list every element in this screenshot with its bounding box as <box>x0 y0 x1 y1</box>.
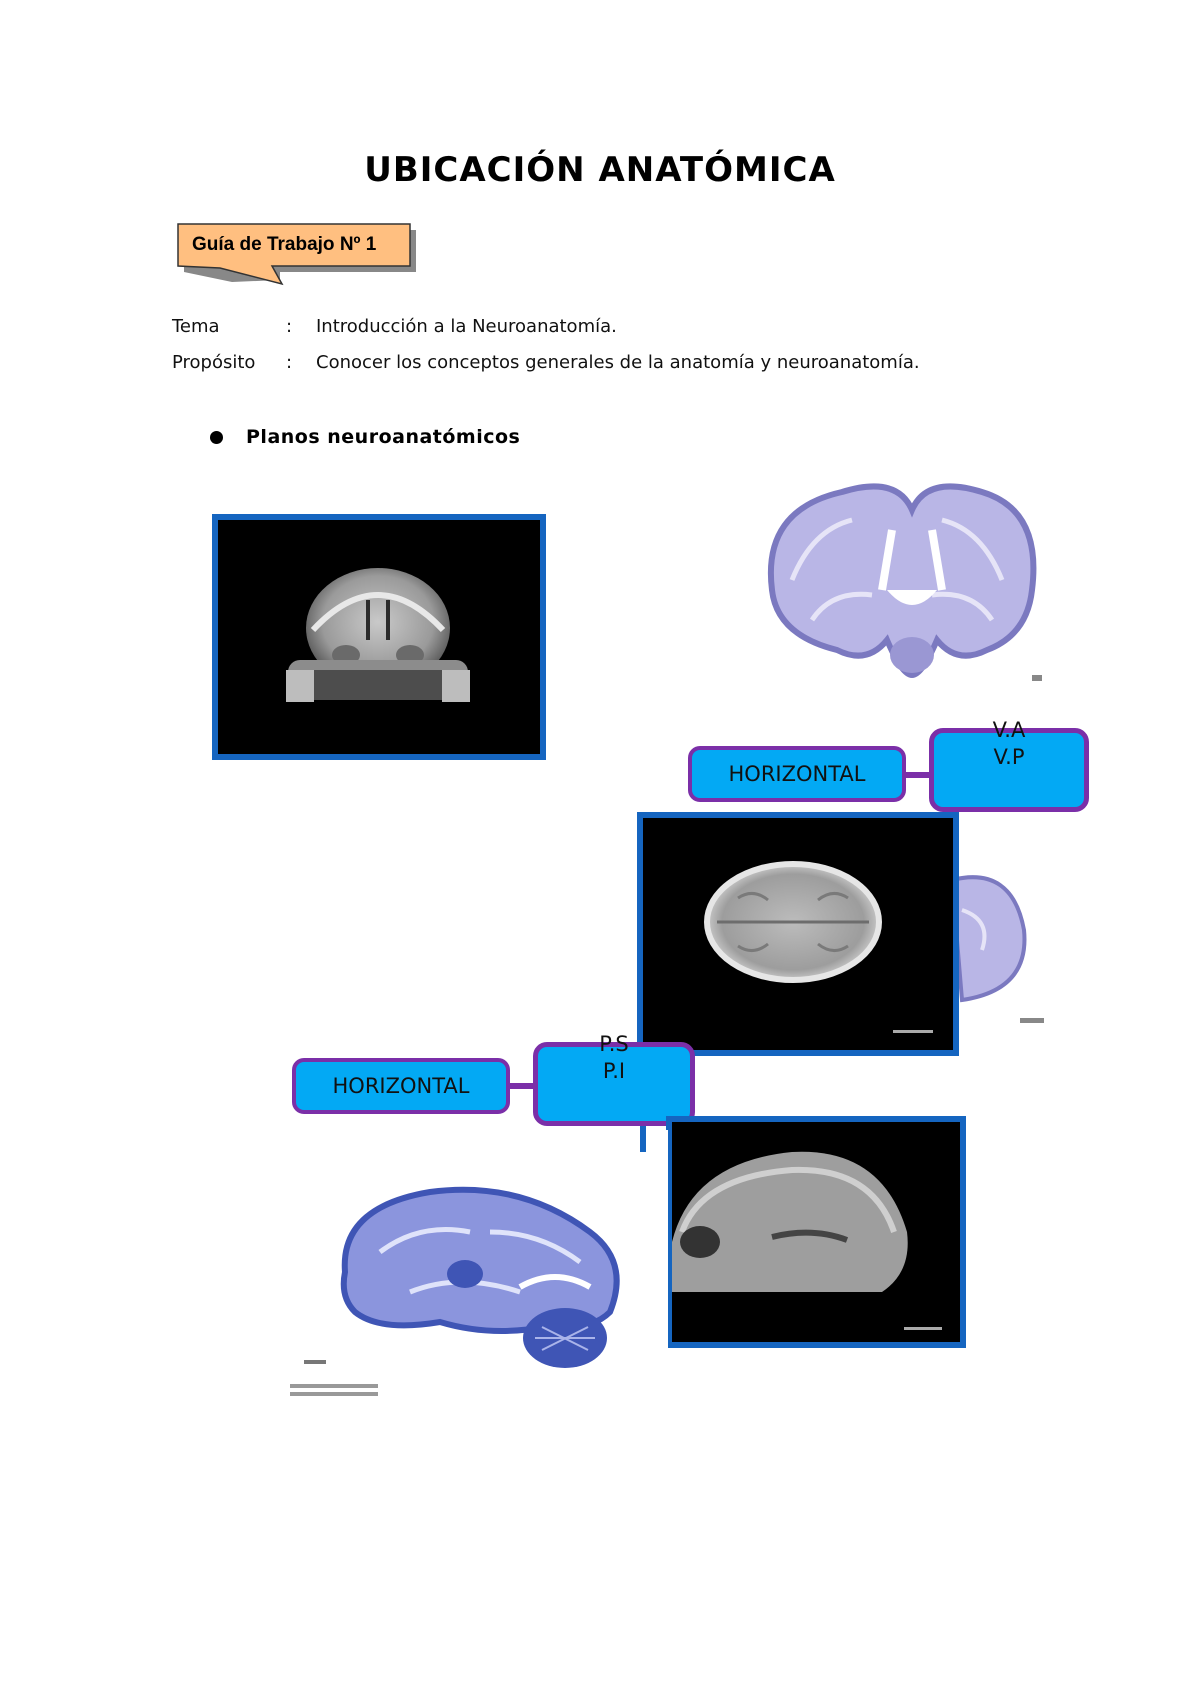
direction-label-lower: P.S P.I <box>533 1032 695 1126</box>
label-connector <box>508 1083 536 1089</box>
axial-mri-graphic <box>704 861 933 1033</box>
axial-mri-image <box>637 812 959 1056</box>
meta-separator: : <box>286 316 293 337</box>
scale-bar <box>1020 1018 1044 1023</box>
axial-histology-image <box>952 875 1044 1023</box>
coronal-histology-image <box>767 483 1042 681</box>
plane-label: HORIZONTAL <box>728 762 866 786</box>
meta-value: Conocer los conceptos generales de la an… <box>316 352 920 373</box>
scale-bar <box>304 1360 326 1364</box>
caption-line <box>290 1384 378 1388</box>
plane-label: HORIZONTAL <box>332 1074 470 1098</box>
scale-bar <box>904 1327 942 1330</box>
scale-bar <box>893 1030 933 1033</box>
horizontal-label-upper: HORIZONTAL <box>688 746 906 802</box>
guide-callout: Guía de Trabajo Nº 1 <box>172 222 430 292</box>
meta-key: Tema <box>172 316 220 337</box>
section-heading: Planos neuroanatómicos <box>246 426 521 448</box>
direction-line-1: P.S <box>599 1032 629 1056</box>
scale-bar <box>1032 675 1042 681</box>
page-title: UBICACIÓN ANATÓMICA <box>364 150 836 190</box>
sagittal-mri-graphic <box>672 1151 960 1342</box>
direction-line-2: P.I <box>602 1059 626 1083</box>
label-connector <box>904 772 932 778</box>
page-margin-mask <box>640 1130 668 1350</box>
guide-label: Guía de Trabajo Nº 1 <box>192 234 377 255</box>
callout-shape <box>177 223 416 286</box>
meta-separator: : <box>286 352 293 373</box>
bullet-icon <box>210 431 223 444</box>
sagittal-mri-image <box>666 1116 966 1348</box>
direction-line-2: V.P <box>993 745 1025 769</box>
frame-edge <box>640 1126 646 1152</box>
direction-label-upper: V.A V.P <box>929 718 1089 812</box>
sagittal-histology-image <box>290 1186 620 1396</box>
coronal-mri-graphic <box>286 568 470 702</box>
direction-line-1: V.A <box>992 718 1026 742</box>
meta-value: Introducción a la Neuroanatomía. <box>316 316 617 337</box>
caption-line <box>290 1392 378 1396</box>
meta-key: Propósito <box>172 352 256 373</box>
horizontal-label-lower: HORIZONTAL <box>292 1058 510 1114</box>
coronal-mri-image <box>212 514 546 760</box>
